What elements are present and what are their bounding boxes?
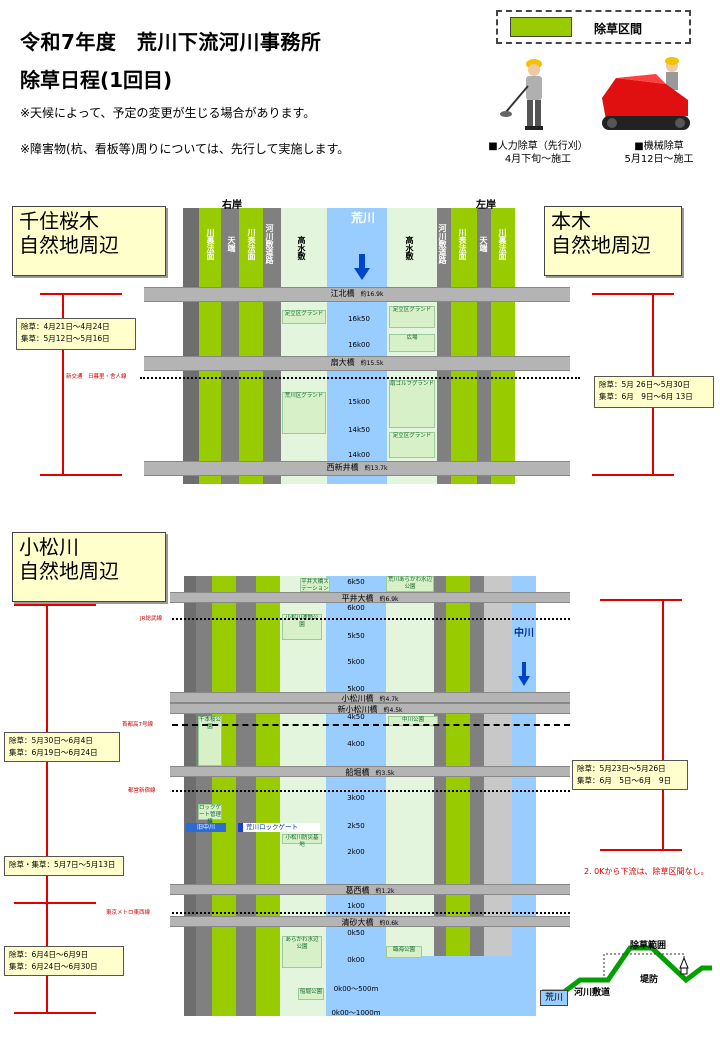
mower-icon (602, 57, 690, 130)
park: 平井大橋ステーション (300, 578, 330, 592)
expressway-line (172, 724, 570, 726)
km-marker: 5k00 (347, 685, 365, 693)
legend-label: 除草区間 (594, 22, 643, 36)
road-label: 河川敷道 (574, 988, 611, 998)
km-marker: 3k00 (347, 794, 365, 802)
area-title-komatsugawa: 小松川自然地周辺 (12, 532, 166, 602)
nakagawa-label: 中川 (514, 628, 534, 639)
legend-swatch (510, 17, 572, 37)
park: 臨海公園 (386, 946, 422, 958)
schedule-right: 除草：5月23日～5月26日 集草：6月 5日～6月 9日 (572, 760, 688, 790)
park: 荒川区グランド (282, 392, 326, 434)
bridge-komatsugawa: 小松川橋約4.7k (170, 692, 570, 703)
column-label: 河川敷道路 (438, 224, 447, 264)
rail-label: 新交通 日暮里・舎人線 (66, 374, 127, 380)
rail-label: JR総武線 (140, 616, 162, 622)
rail-line (172, 912, 570, 914)
machine-method-label: ■機械除草 5月12日～施工 (624, 141, 694, 165)
cross-section-diagram (542, 945, 712, 995)
embankment-label: 堤防 (640, 975, 659, 985)
park: 広場 (389, 334, 435, 352)
column-label: 河川敷道路 (265, 224, 274, 264)
bridge-ogi: 扇大橋約15.5k (144, 356, 570, 371)
rail-line (172, 790, 570, 792)
bridge-kiyosuna: 清砂大橋約0.6k (170, 916, 570, 927)
park: 足立区グランド (282, 310, 326, 324)
km-marker: 0k00～1000m (331, 1009, 381, 1017)
lock-gate: 荒川ロックゲート (238, 823, 320, 832)
park: 船堀公園 (298, 988, 324, 1000)
km-marker: 0k50 (347, 929, 365, 937)
km-marker: 2k50 (347, 822, 365, 830)
rail-label: 東京メトロ東西線 (106, 910, 151, 916)
km-marker: 4k50 (347, 713, 365, 721)
km-marker: 16k50 (348, 315, 370, 323)
park: 荒川あらかわ水辺公園 (386, 576, 434, 592)
park: あらかわ水辺公園 (282, 936, 322, 968)
range-label: 除草範囲 (630, 941, 667, 951)
park: 足立区グランド (389, 306, 435, 328)
column-label: 川表法面 (458, 228, 467, 260)
downstream-note: 2. 0Kから下流は、除草区間なし。 (584, 867, 709, 876)
column-label: 川表法面 (247, 228, 256, 260)
km-marker: 4k00 (347, 740, 365, 748)
km-marker: 6k50 (347, 578, 365, 586)
km-marker: 5k50 (347, 632, 365, 640)
km-marker: 0k00～500m (333, 985, 379, 993)
manual-method-label: ■人力除草（先行刈） 4月下旬～施工 (488, 141, 588, 165)
park: 小松川防災基地 (282, 834, 322, 848)
flow-arrow-icon (518, 662, 530, 686)
schedule-lower: 除草：6月4日～6月9日 集草：6月24日～6月30日 (4, 946, 124, 976)
park: 足立区グランド (389, 432, 435, 458)
schedule-senju: 除草：4月21日～4月24日 集草：5月12日～5月16日 (16, 318, 136, 350)
km-marker: 16k00 (348, 341, 370, 349)
old-nakagawa: 旧中川 (186, 823, 226, 832)
note-obstacles: ※障害物(杭、看板等)周りについては、先行して実施します。 (20, 142, 350, 156)
right-bank-label: 右岸 (222, 200, 242, 211)
rail-line (140, 377, 580, 379)
km-marker: 6k00 (347, 604, 365, 612)
column-label: 天端 (479, 236, 488, 252)
river-name: 荒川 (350, 211, 375, 225)
bridge-hirai: 平井大橋約6.9k (170, 592, 570, 603)
km-marker: 2k00 (347, 848, 365, 856)
note-weather: ※天候によって、予定の変更が生じる場合があります。 (20, 106, 316, 120)
km-marker: 0k00 (347, 956, 365, 964)
page-title: 令和7年度 荒川下流河川事務所 (20, 30, 322, 54)
km-marker: 1k00 (347, 902, 365, 910)
km-marker: 15k00 (348, 398, 370, 406)
schedule-middle: 除草・集草：5月7日～5月13日 (4, 856, 124, 876)
rail-line (172, 618, 570, 620)
flow-arrow-icon (354, 254, 370, 280)
rail-label: 首都高7号線 (122, 722, 153, 728)
column-label: 高水敷 (405, 236, 414, 260)
column-label: 川裏法面 (206, 228, 215, 260)
column-label: 高水敷 (297, 236, 306, 260)
page-subtitle: 除草日程(1回目) (20, 68, 173, 92)
park: ロックゲート管理棟 (198, 804, 222, 825)
rail-label: 都営新宿線 (128, 788, 156, 794)
bridge-nishiarai: 西新井橋約13.7k (144, 461, 570, 476)
section1-map (183, 208, 519, 484)
area-title-senju: 千住桜木自然地周辺 (12, 206, 166, 276)
schedule-motoki: 除草：5月 26日～5月30日 集草：6月 9日～6月 13日 (594, 376, 714, 408)
park: 扇ゴルフグランド (389, 380, 435, 428)
bridge-kohoku: 江北橋約16.9k (144, 287, 570, 302)
legend (496, 10, 691, 44)
left-bank-label: 左岸 (476, 200, 496, 211)
schedule-upper: 除草：5月30日～6月4日 集草：6月19日～6月24日 (4, 732, 120, 762)
column-label: 天端 (227, 236, 236, 252)
worker-icon (500, 59, 543, 130)
river-tag: 荒川 (540, 990, 568, 1006)
column-label: 川裏法面 (498, 228, 507, 260)
km-marker: 14k50 (348, 426, 370, 434)
bridge-shinkomatsugawa: 新小松川橋約4.5k (170, 703, 570, 714)
bridge-kasai: 葛西橋約1.2k (170, 884, 570, 895)
area-title-motoki: 本木自然地周辺 (544, 206, 682, 276)
km-marker: 14k00 (348, 451, 370, 459)
km-marker: 5k00 (347, 658, 365, 666)
bridge-funabori: 船堀橋約3.5k (170, 766, 570, 777)
